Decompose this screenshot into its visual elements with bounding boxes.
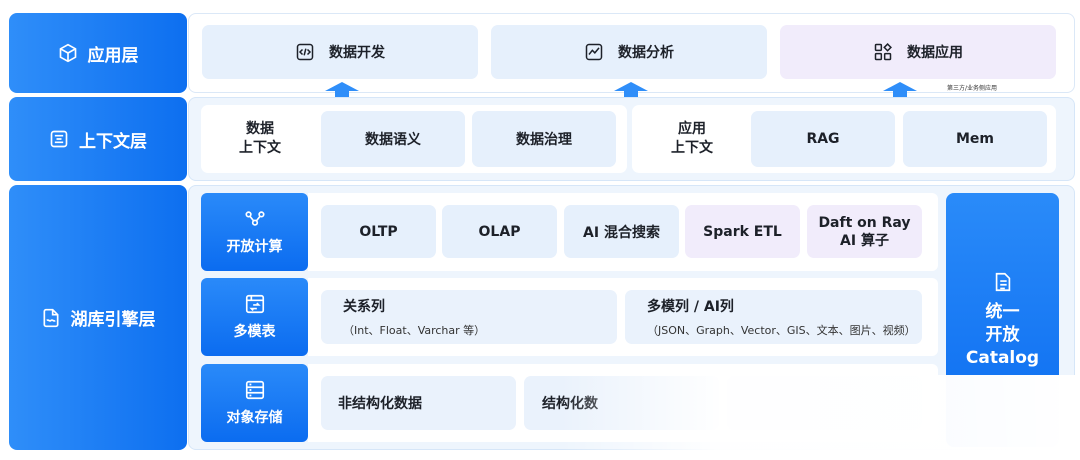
storage-label: 对象存储 bbox=[201, 364, 308, 442]
data-application-box: 数据应用 bbox=[780, 25, 1056, 79]
ai-hybrid-search-box: AI 混合搜索 bbox=[564, 205, 679, 258]
layer-label-context: 上下文层 bbox=[9, 97, 187, 181]
data-dev-box: 数据开发 bbox=[202, 25, 478, 79]
third-party-note: 第三方/业务侧应用 bbox=[947, 85, 998, 92]
spark-etl-box: Spark ETL bbox=[685, 205, 800, 258]
align-center-icon bbox=[50, 130, 68, 148]
data-analysis-box: 数据分析 bbox=[491, 25, 767, 79]
table-swap-icon bbox=[245, 294, 264, 314]
relational-column-box: 关系列 （Int、Float、Varchar 等） bbox=[321, 290, 617, 344]
multitable-label: 多模表 bbox=[201, 278, 308, 356]
layer-label-lake: 湖库引擎层 bbox=[9, 185, 187, 450]
mem-box: Mem bbox=[903, 111, 1047, 167]
app-context-label: 应用 上下文 bbox=[671, 121, 713, 156]
olap-box: OLAP bbox=[442, 205, 557, 258]
nodes-icon bbox=[244, 211, 265, 226]
up-arrow-icon bbox=[614, 82, 648, 97]
bottom-right-fade bbox=[560, 375, 1080, 460]
cube-icon bbox=[59, 43, 76, 63]
lake-file-icon bbox=[43, 308, 58, 327]
file-list-icon bbox=[995, 272, 1010, 291]
multimodal-column-box: 多模列 / AI列 （JSON、Graph、Vector、GIS、文本、图片、视… bbox=[625, 290, 922, 344]
rag-box: RAG bbox=[751, 111, 895, 167]
data-context-label: 数据 上下文 bbox=[239, 121, 281, 156]
data-governance-box: 数据治理 bbox=[472, 111, 616, 167]
code-icon bbox=[296, 43, 314, 61]
compute-label: 开放计算 bbox=[201, 193, 308, 271]
daft-on-ray-box: Daft on Ray AI 算子 bbox=[807, 205, 922, 258]
unstructured-data-box: 非结构化数据 bbox=[321, 376, 516, 430]
oltp-box: OLTP bbox=[321, 205, 436, 258]
up-arrow-icon bbox=[883, 82, 917, 97]
apps-icon bbox=[874, 43, 892, 61]
up-arrow-icon bbox=[325, 82, 359, 97]
chart-icon bbox=[585, 43, 603, 61]
data-semantics-box: 数据语义 bbox=[321, 111, 465, 167]
storage-icon bbox=[245, 380, 264, 400]
layer-label-app: 应用层 bbox=[9, 13, 187, 93]
